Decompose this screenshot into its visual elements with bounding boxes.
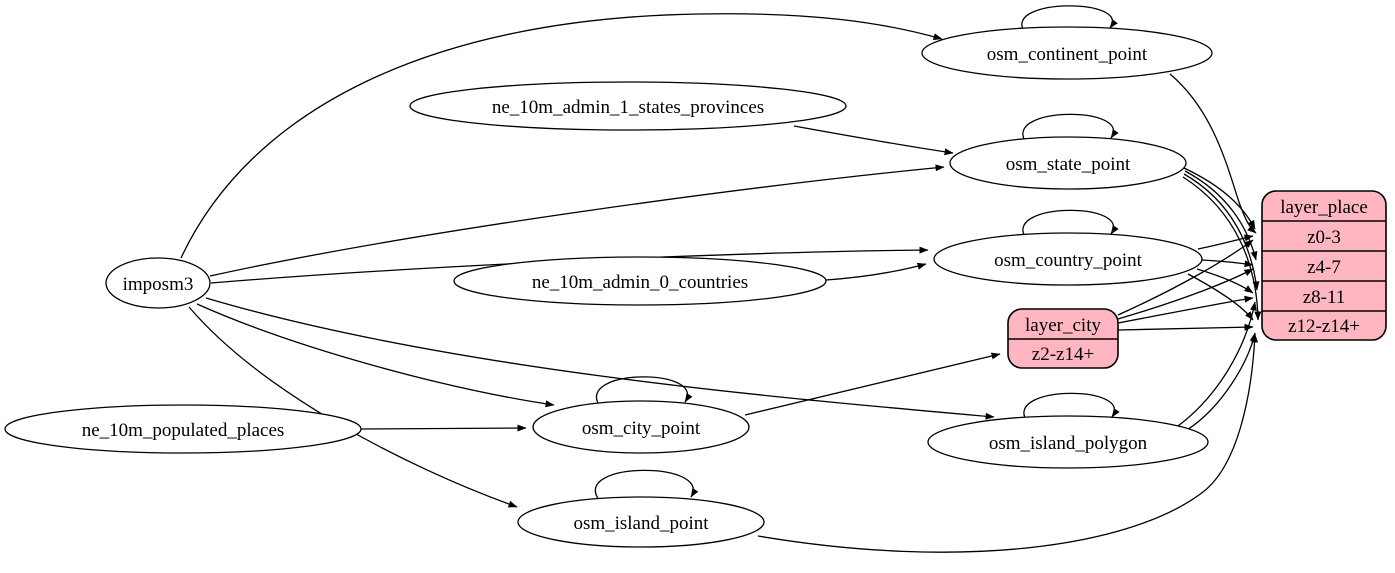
node-osm_state_point: osm_state_point: [949, 136, 1187, 190]
self-loop-osm_city_point: [595, 376, 693, 406]
node-ne_10m_admin_0_countries: ne_10m_admin_0_countries: [453, 256, 827, 306]
edge-osm_state_point-layer_place-z8-11: [1183, 173, 1260, 291]
node-osm_island_polygon: osm_island_polygon: [927, 415, 1209, 469]
node-osm_continent_point: osm_continent_point: [921, 26, 1213, 80]
node-imposm3-label: imposm3: [123, 274, 194, 295]
node-osm_island_point: osm_island_point: [517, 496, 765, 548]
node-osm_island_polygon-shape: [927, 415, 1209, 469]
node-osm_continent_point-label: osm_continent_point: [987, 44, 1148, 65]
edge-osm_island_point-layer_place-z12-z14: [757, 333, 1259, 553]
edge-osm_state_point-layer_place-z12-z14: [1182, 176, 1262, 321]
node-ne_10m_admin_1_states_provinces-label: ne_10m_admin_1_states_provinces: [492, 97, 764, 118]
node-ne_10m_populated_places: ne_10m_populated_places: [4, 404, 362, 454]
node-ne_10m_admin_1_states_provinces-shape: [409, 81, 847, 131]
edge-ne_10m_populated_places-osm_city_point: [360, 424, 527, 432]
edge-osm_country_point-layer_place-z12-z14: [1187, 273, 1254, 321]
layer_place-row-z12-z14: z12-z14+: [1288, 316, 1360, 337]
layer_place-row-z0-3: z0-3: [1307, 227, 1341, 248]
node-osm_state_point-label: osm_state_point: [1006, 154, 1131, 175]
layer_city-row-z2-z14: z2-z14+: [1032, 344, 1094, 365]
node-ne_10m_admin_0_countries-label: ne_10m_admin_0_countries: [532, 272, 748, 293]
layer_place-row-z4-7: z4-7: [1307, 257, 1341, 278]
layer_place-title: layer_place: [1280, 197, 1368, 218]
edge-imposm3-osm_island_polygon: [205, 297, 995, 420]
edge-imposm3-osm_state_point: [209, 164, 945, 277]
self-loop-osm_continent_point: [1021, 5, 1118, 32]
node-osm_city_point-label: osm_city_point: [582, 418, 701, 439]
edge-imposm3-osm_continent_point: [180, 13, 943, 259]
layer_city-title: layer_city: [1025, 315, 1101, 336]
edge-osm_country_point-layer_place-z4-7: [1201, 259, 1254, 268]
node-ne_10m_populated_places-label: ne_10m_populated_places: [82, 420, 285, 441]
edge-layer_city-layer_place-z12-z14: [1117, 323, 1254, 331]
edge-osm_island_polygon-layer_place-z12-z14: [1186, 332, 1257, 431]
node-osm_island_point-label: osm_island_point: [573, 513, 709, 534]
edge-imposm3-osm_city_point: [196, 303, 555, 408]
edge-layer_city-layer_place-z4-7: [1117, 268, 1254, 320]
node-osm_country_point-shape: [933, 232, 1203, 286]
node-osm_city_point: osm_city_point: [532, 400, 750, 454]
edge-osm_continent_point-layer_place-z0-3: [1169, 73, 1257, 234]
layer_place-row-z8-11: z8-11: [1303, 287, 1346, 308]
self-loop-osm_island_point: [595, 469, 699, 501]
edge-osm_country_point-layer_place-z8-11: [1196, 268, 1254, 294]
node-osm_country_point: osm_country_point: [933, 232, 1203, 286]
node-osm_continent_point-shape: [921, 26, 1213, 80]
edge-layer_city-layer_place-z8-11: [1117, 295, 1254, 324]
node-layer_place: layer_place z0-3 z4-7 z8-11 z12-z14+: [1261, 190, 1387, 341]
self-loop-osm_state_point: [1022, 113, 1119, 142]
node-osm_state_point-shape: [949, 136, 1187, 190]
self-loop-osm_country_point: [1022, 209, 1119, 238]
node-imposm3: imposm3: [105, 257, 211, 309]
node-ne_10m_admin_1_states_provinces: ne_10m_admin_1_states_provinces: [409, 81, 847, 131]
node-ne_10m_admin_0_countries-shape: [453, 256, 827, 306]
node-osm_island_point-shape: [517, 496, 765, 548]
node-layer_place-shape: [1261, 190, 1387, 341]
node-osm_island_polygon-label: osm_island_polygon: [989, 433, 1148, 454]
node-ne_10m_populated_places-shape: [4, 404, 362, 454]
edge-osm_state_point-layer_place-z0-3: [1183, 167, 1256, 230]
edge-ne_10m_admin_1_states_provinces-osm_state_point: [793, 125, 954, 156]
node-osm_city_point-shape: [532, 400, 750, 454]
edge-osm_island_polygon-layer_place-z8-11: [1177, 301, 1257, 427]
node-imposm3-shape: [105, 257, 211, 309]
self-loop-osm_island_polygon: [1023, 392, 1120, 421]
edge-osm_country_point-layer_place-z0-3: [1197, 234, 1254, 250]
node-osm_country_point-label: osm_country_point: [994, 250, 1142, 271]
node-layer_city: layer_city z2-z14+: [1007, 308, 1119, 369]
edge-ne_10m_admin_0_countries-osm_country_point: [825, 262, 927, 281]
edge-layer_city-layer_place-z0-3: [1117, 239, 1254, 316]
edge-osm_state_point-layer_place-z4-7: [1184, 170, 1258, 261]
edge-osm_city_point-layer_city: [744, 352, 1001, 416]
